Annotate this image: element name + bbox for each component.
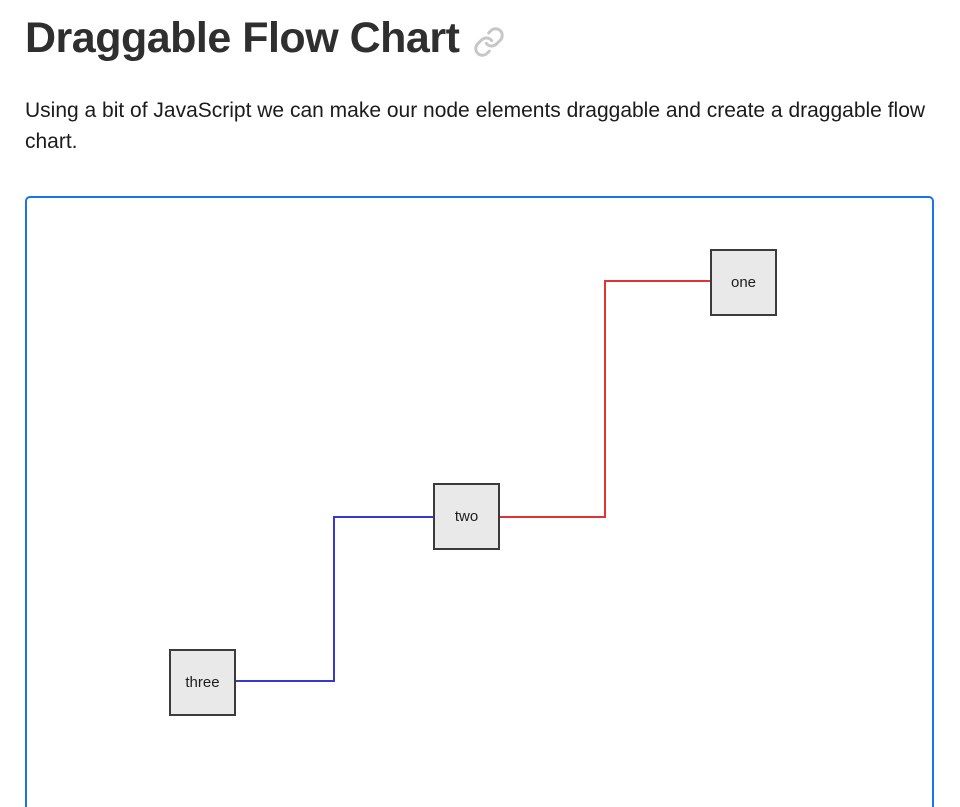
flow-node-one[interactable]: one <box>710 249 777 316</box>
page-title: Draggable Flow Chart <box>25 14 460 63</box>
link-icon <box>474 27 505 57</box>
intro-paragraph: Using a bit of JavaScript we can make ou… <box>25 99 926 153</box>
anchor-link[interactable] <box>473 26 505 58</box>
flow-node-three[interactable]: three <box>169 649 236 716</box>
connector-three-to-two <box>235 516 433 682</box>
flow-node-two[interactable]: two <box>433 483 500 550</box>
connector-two-to-one <box>500 280 710 518</box>
heading-row: Draggable Flow Chart <box>25 10 934 68</box>
flowchart-stage: one two three <box>25 196 934 807</box>
